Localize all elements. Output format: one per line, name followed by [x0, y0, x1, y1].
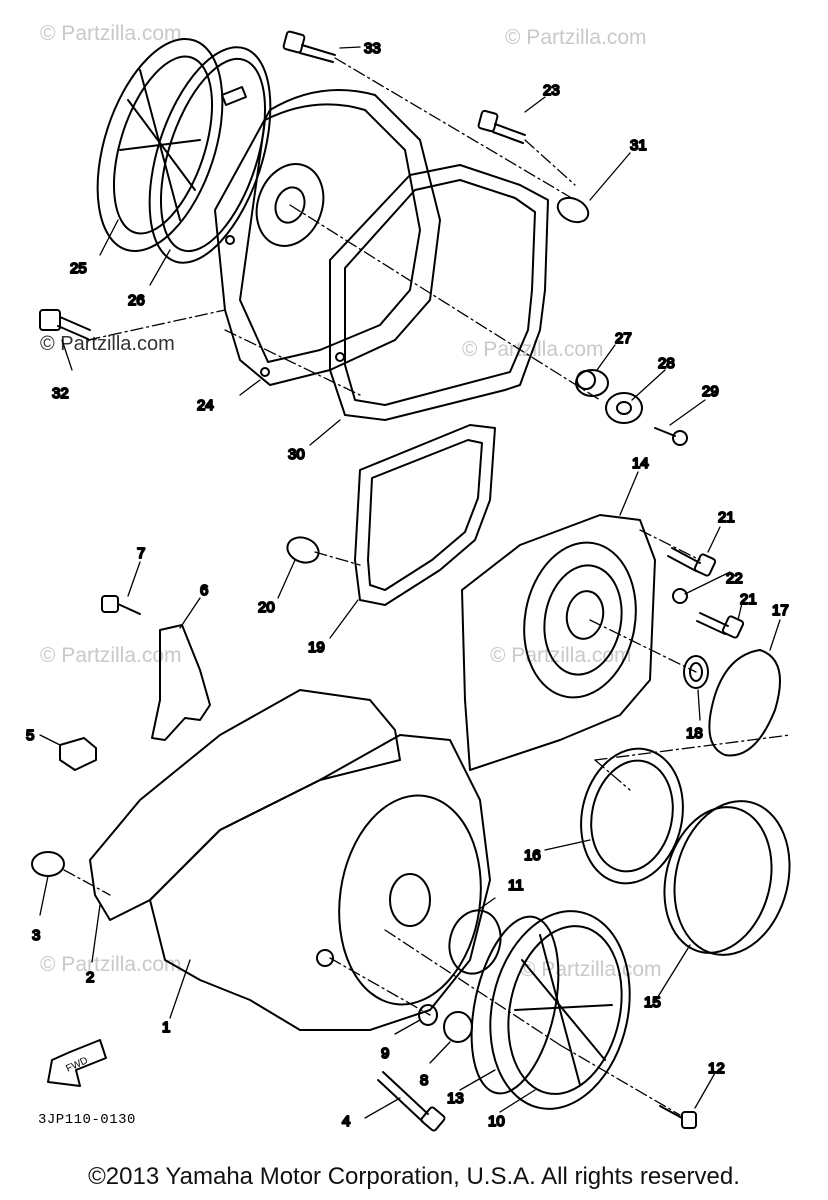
watermark: © Partzilla.com — [40, 333, 175, 355]
part-number-31: 31 — [630, 137, 647, 154]
part-26-gasket — [148, 46, 272, 264]
part-number-14: 14 — [632, 455, 649, 472]
part-number-15: 15 — [644, 994, 661, 1011]
part-12-bolt — [659, 1105, 697, 1129]
part-4-bolt — [377, 1071, 446, 1132]
part-number-7: 7 — [137, 545, 145, 562]
part-number-22: 22 — [726, 570, 743, 587]
part-number-26: 26 — [128, 292, 145, 309]
part-11-oring — [448, 909, 502, 975]
part-7-bolt — [101, 595, 141, 615]
diagram-code: 3JP110-0130 — [38, 1112, 136, 1128]
part-number-20: 20 — [258, 599, 275, 616]
part-number-30: 30 — [288, 446, 305, 463]
part-21-bolt-lower — [696, 612, 745, 639]
part-30-gasket — [329, 164, 549, 421]
part-number-21: 21 — [718, 509, 735, 526]
part-number-33: 33 — [364, 40, 381, 57]
part-number-2: 2 — [86, 969, 94, 986]
part-32-bolt — [39, 309, 91, 340]
watermark: © Partzilla.com — [40, 644, 182, 667]
part-16-ring — [580, 747, 684, 885]
part-number-6: 6 — [200, 582, 208, 599]
part-number-1: 1 — [162, 1019, 170, 1036]
part-number-11: 11 — [508, 877, 524, 894]
part-6-bracket — [151, 624, 211, 741]
part-24-crankcase-cover — [214, 89, 441, 386]
part-3-dowel — [31, 851, 65, 877]
forward-arrow-icon: FWD — [47, 1039, 107, 1087]
part-number-32: 32 — [52, 385, 69, 402]
part-21-bolt-upper — [667, 547, 717, 577]
copyright-footer: ©2013 Yamaha Motor Corporation, U.S.A. A… — [88, 1163, 740, 1190]
part-number-13: 13 — [447, 1090, 464, 1107]
part-5-clamp — [59, 737, 97, 771]
part-number-12: 12 — [708, 1060, 725, 1077]
part-number-21: 21 — [740, 591, 757, 608]
part-number-5: 5 — [26, 727, 34, 744]
part-number-3: 3 — [32, 927, 40, 944]
part-number-10: 10 — [488, 1113, 505, 1130]
part-number-8: 8 — [420, 1072, 428, 1089]
part-number-17: 17 — [772, 602, 789, 619]
watermark: © Partzilla.com — [40, 22, 182, 45]
part-number-19: 19 — [308, 639, 325, 656]
assembly-lines — [63, 57, 791, 1116]
part-28-seal — [605, 392, 643, 424]
part-22-washer — [672, 588, 688, 604]
part-20-dowel — [286, 536, 320, 564]
watermark: © Partzilla.com — [40, 953, 182, 976]
part-labels: 33 23 31 25 26 32 24 30 27 28 29 14 21 2… — [25, 39, 790, 1131]
part-27-plug — [575, 369, 609, 397]
part-8-plug — [443, 1011, 473, 1043]
part-number-16: 16 — [524, 847, 541, 864]
part-19-gasket — [354, 424, 496, 606]
part-number-29: 29 — [702, 383, 719, 400]
part-9-washer — [418, 1004, 438, 1026]
watermark: © Partzilla.com — [505, 26, 647, 49]
part-29-screw — [654, 427, 688, 446]
part-number-23: 23 — [543, 82, 560, 99]
part-number-27: 27 — [615, 330, 632, 347]
part-17-circlip — [708, 649, 781, 757]
part-13-gasket — [470, 915, 560, 1095]
part-number-25: 25 — [70, 260, 87, 277]
part-number-9: 9 — [381, 1045, 389, 1062]
part-14-inner-cover — [461, 514, 656, 771]
part-2-gasket — [89, 689, 401, 921]
part-15-cap — [663, 800, 791, 956]
part-number-18: 18 — [686, 725, 703, 742]
part-10-outer-cover — [489, 910, 631, 1110]
part-23-bolt — [477, 109, 526, 144]
leader-lines — [39, 46, 781, 1119]
part-number-4: 4 — [342, 1113, 350, 1130]
part-1-crankcase-cover — [149, 734, 491, 1031]
part-number-28: 28 — [658, 355, 675, 372]
part-number-24: 24 — [197, 397, 214, 414]
part-18-seal — [683, 655, 709, 689]
part-33-bolt — [282, 30, 336, 63]
part-25-outer-cover — [96, 38, 224, 252]
part-31-dowel — [556, 196, 590, 224]
